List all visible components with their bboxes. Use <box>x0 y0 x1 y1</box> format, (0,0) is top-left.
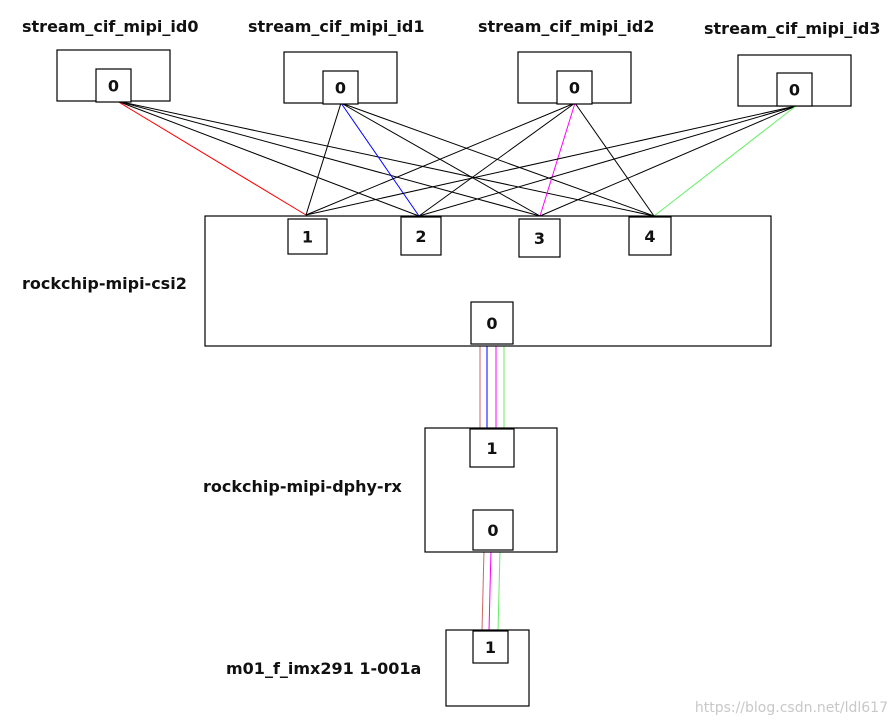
link-line <box>418 102 576 217</box>
pad-box-cif3-0 <box>776 72 813 107</box>
pad-box-csi2-3 <box>518 218 561 258</box>
pad-box-cif0-0 <box>95 68 132 103</box>
pad-box-dphy-1 <box>469 428 515 468</box>
labels-layer: stream_cif_mipi_id0 0 stream_cif_mipi_id1 0… <box>22 17 880 678</box>
pad-label-cif2-0: 0 <box>569 79 580 98</box>
entities-layer <box>56 49 852 707</box>
pad-label-csi2-4: 4 <box>644 227 655 246</box>
link-line <box>116 100 307 216</box>
pad-label-dphy-1: 1 <box>486 439 497 458</box>
pad-box-csi2-0 <box>470 301 514 345</box>
pad-label-sensor-1: 1 <box>485 638 496 657</box>
entity-label-sensor: m01_f_imx291 1-001a <box>226 659 421 678</box>
link-line <box>116 100 655 217</box>
link-line <box>418 105 797 217</box>
pad-label-csi2-1: 1 <box>302 228 313 247</box>
pad-label-csi2-3: 3 <box>534 229 545 248</box>
pad-box-dphy-0 <box>472 509 514 551</box>
link-line <box>305 102 342 216</box>
pad-label-cif3-0: 0 <box>789 81 800 100</box>
link-line <box>116 100 420 217</box>
pad-box-csi2-1 <box>287 218 328 255</box>
entity-label-cif0: stream_cif_mipi_id0 <box>22 17 198 36</box>
link-line <box>488 549 492 632</box>
link-line <box>481 549 485 632</box>
pad-label-cif0-0: 0 <box>108 77 119 96</box>
pad-box-cif1-0 <box>322 70 359 105</box>
link-line <box>497 549 501 632</box>
entity-label-csi2: rockchip-mipi-csi2 <box>22 274 187 293</box>
pad-box-csi2-2 <box>400 216 442 256</box>
entity-label-cif3: stream_cif_mipi_id3 <box>704 19 880 38</box>
entity-label-cif2: stream_cif_mipi_id2 <box>478 17 654 36</box>
link-line <box>116 100 541 217</box>
link-line <box>305 102 576 216</box>
entity-label-cif1: stream_cif_mipi_id1 <box>248 17 424 36</box>
pad-box-cif2-0 <box>556 70 593 105</box>
pad-label-cif1-0: 0 <box>335 79 346 98</box>
link-line <box>653 105 797 217</box>
link-line <box>305 105 797 216</box>
pad-box-csi2-4 <box>628 216 672 256</box>
pad-label-csi2-0: 0 <box>486 314 497 333</box>
link-line <box>539 105 797 217</box>
watermark-text: https://blog.csdn.net/ldl617 <box>695 700 888 716</box>
link-line <box>340 102 420 217</box>
pad-box-sensor-1 <box>472 630 509 664</box>
links-layer <box>116 100 797 632</box>
pad-label-csi2-2: 2 <box>415 227 426 246</box>
entity-label-dphy: rockchip-mipi-dphy-rx <box>203 477 402 496</box>
link-line <box>574 102 655 217</box>
pad-label-dphy-0: 0 <box>487 521 498 540</box>
